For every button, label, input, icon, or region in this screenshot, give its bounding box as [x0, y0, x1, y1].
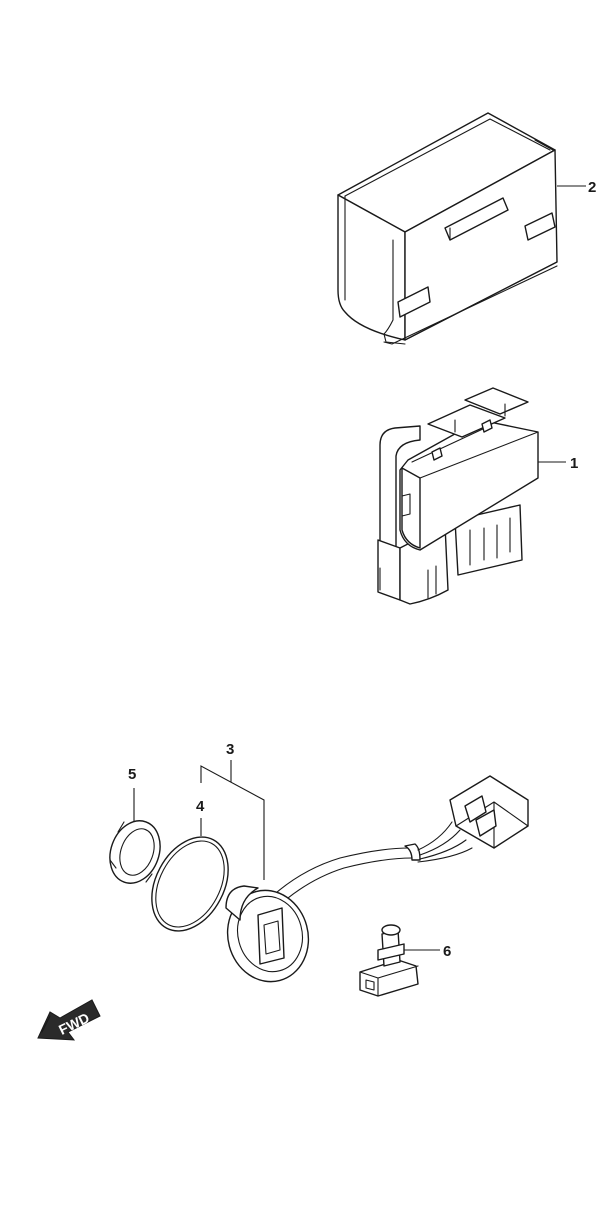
- callout-1: 1: [570, 455, 578, 472]
- part-4-o-ring: [151, 836, 229, 932]
- part-2-control-unit: [337, 112, 558, 345]
- callout-3: 3: [226, 741, 234, 758]
- fwd-arrow: FWD: [37, 999, 101, 1041]
- part-1-regulator: [377, 387, 539, 605]
- callout-5: 5: [128, 766, 136, 783]
- part-3-socket-harness: [225, 775, 529, 983]
- part-5-ring-nut: [109, 820, 161, 884]
- fwd-label: FWD: [56, 1009, 92, 1037]
- leader-3-bracket: [200, 765, 265, 880]
- part-6-clip: [359, 924, 419, 997]
- callout-4: 4: [196, 798, 205, 815]
- callout-6: 6: [443, 943, 451, 960]
- callout-2: 2: [588, 179, 596, 196]
